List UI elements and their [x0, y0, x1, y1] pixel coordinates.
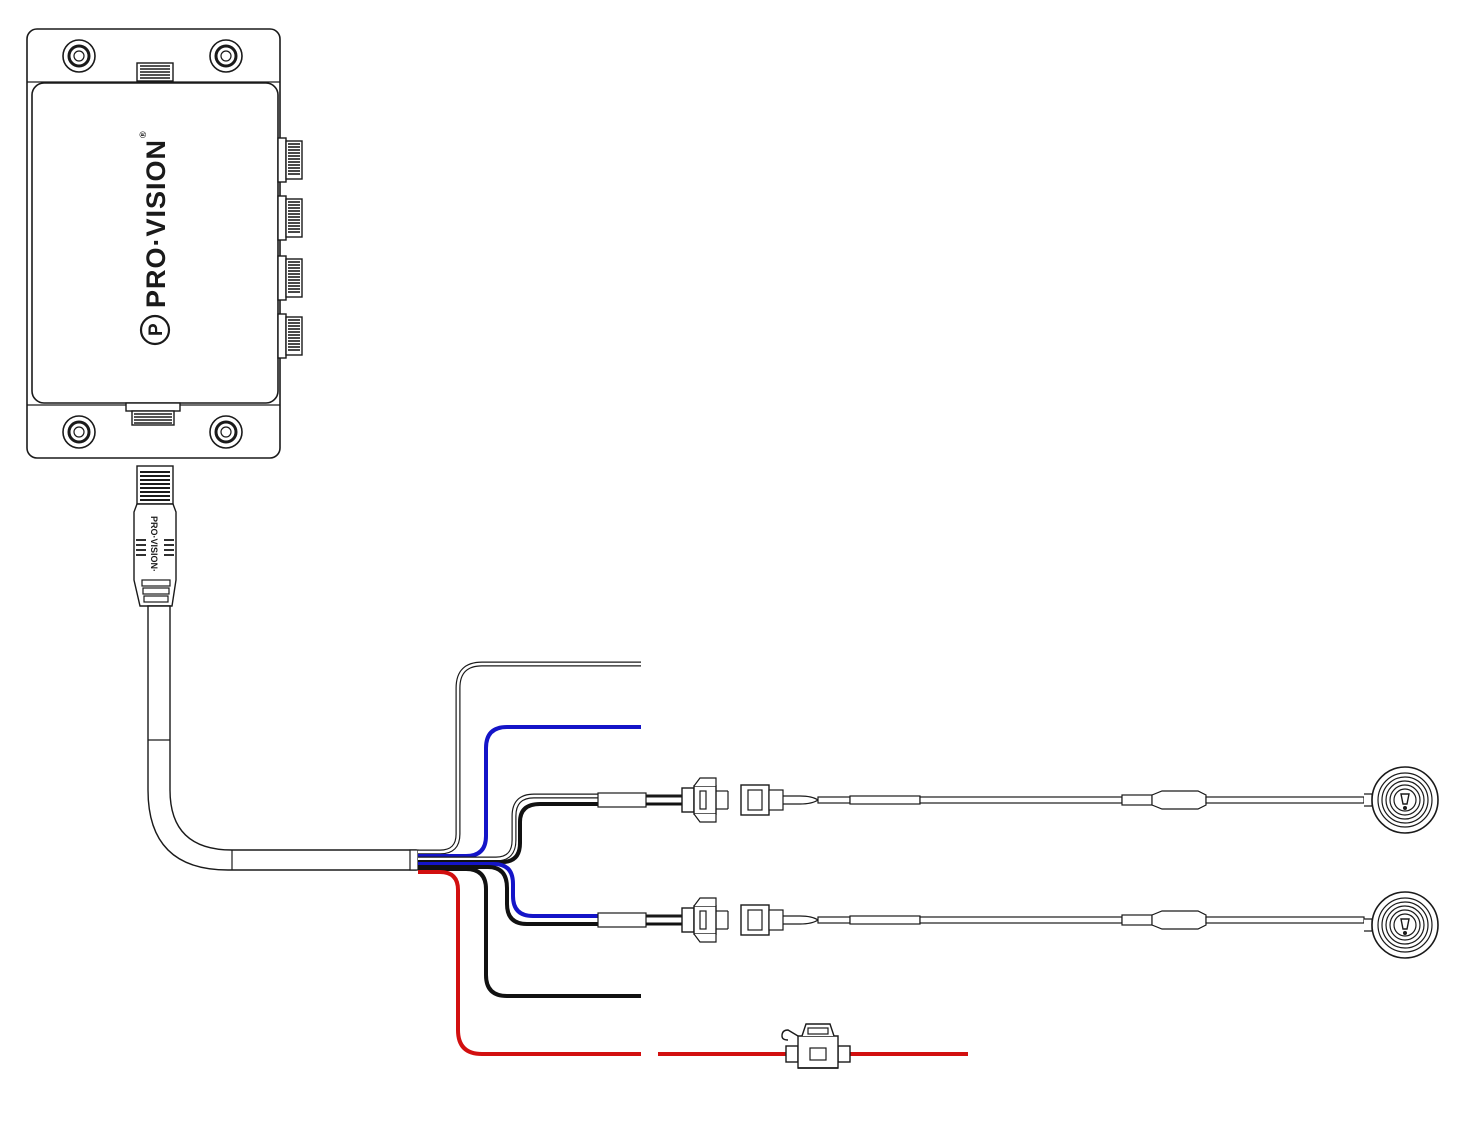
port-icon	[136, 62, 174, 82]
white-wire	[418, 661, 641, 855]
red-wire	[418, 870, 641, 1056]
port-icon	[277, 313, 303, 359]
male-connector-icon	[681, 777, 729, 823]
registered-mark: ®	[138, 131, 148, 138]
cable-brand-text: PRO·VISION·	[149, 516, 159, 572]
female-connector-icon	[740, 904, 784, 936]
bolt-icon	[62, 415, 96, 449]
port-icon	[277, 137, 303, 183]
port-icon	[277, 255, 303, 301]
black-wire	[418, 867, 641, 998]
sensor-harness-2	[597, 897, 1365, 943]
brand-text: PRO·VISION	[141, 139, 171, 308]
sensor-harness-1	[597, 777, 1365, 823]
bolt-icon	[209, 415, 243, 449]
bolt-icon	[62, 39, 96, 73]
control-module: P PRO·VISION ®	[26, 28, 303, 459]
port-icon	[125, 402, 181, 426]
brand-logo: P PRO·VISION ®	[138, 131, 171, 346]
sleeve	[597, 912, 647, 928]
inline-fuse-lead	[658, 1023, 968, 1069]
round-sensor-icon	[1364, 766, 1439, 834]
female-connector-icon	[740, 784, 784, 816]
sensor-harness-2-wires	[418, 862, 600, 926]
male-connector-icon	[681, 897, 729, 943]
round-sensor-icon	[1364, 891, 1439, 959]
blue-wire	[418, 725, 641, 858]
sleeve	[597, 792, 647, 808]
cable-connector: PRO·VISION·	[133, 465, 177, 607]
sensor-harness-1-wires	[418, 793, 600, 864]
fuse-holder-icon	[781, 1023, 851, 1069]
brand-mark-text: P	[146, 323, 167, 336]
bolt-icon	[209, 39, 243, 73]
port-icon	[277, 195, 303, 241]
main-cable	[147, 605, 419, 871]
